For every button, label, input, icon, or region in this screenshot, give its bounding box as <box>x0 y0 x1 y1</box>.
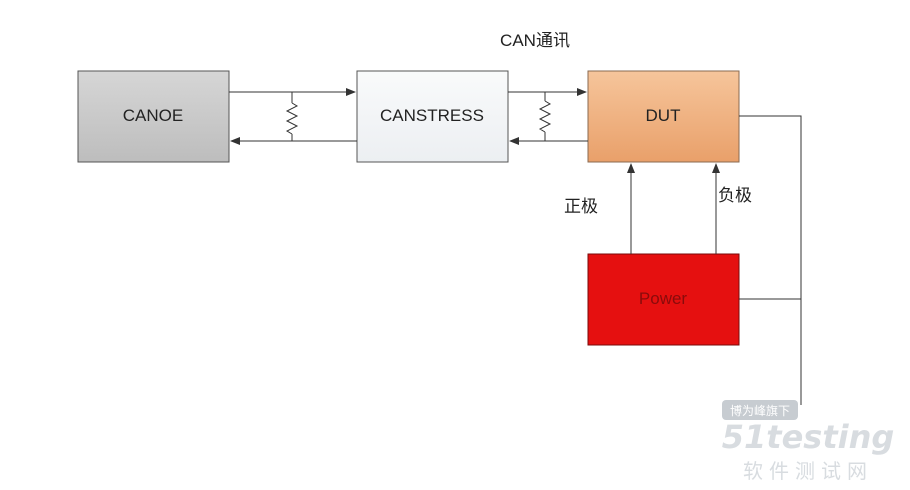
watermark: 博为峰旗下 51testing 软件测试网 <box>722 400 895 483</box>
canoe-block: CANOE <box>77 70 230 163</box>
canstress-block: CANSTRESS <box>356 70 509 163</box>
canoe-label: CANOE <box>123 106 183 125</box>
dut-label: DUT <box>646 106 681 125</box>
dut-block: DUT <box>587 70 740 163</box>
watermark-badge: 博为峰旗下 <box>730 403 790 418</box>
watermark-tagline: 软件测试网 <box>743 459 873 483</box>
resistor-1 <box>285 92 299 141</box>
resistor-2 <box>538 92 552 141</box>
diagram-title: CAN通讯 <box>500 31 570 50</box>
power-block: Power <box>587 253 740 346</box>
watermark-badge-bg <box>722 400 798 420</box>
negative-label: 负极 <box>718 186 752 206</box>
dut-side-wire <box>739 115 802 405</box>
canstress-label: CANSTRESS <box>380 106 484 125</box>
watermark-brand: 51testing <box>722 418 895 456</box>
positive-label: 正极 <box>564 197 598 217</box>
power-label: Power <box>639 289 688 308</box>
